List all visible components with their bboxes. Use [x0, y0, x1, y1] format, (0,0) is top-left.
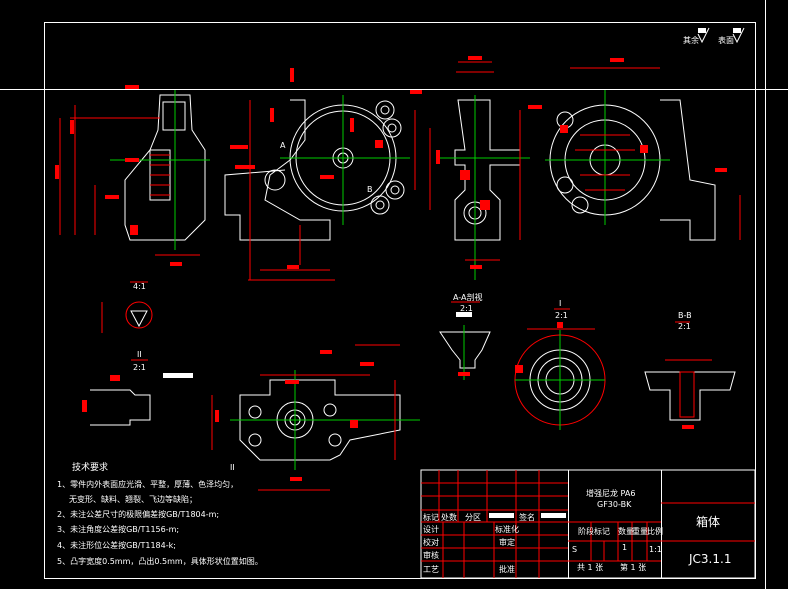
detail-i-title: I [559, 299, 561, 308]
section-aa-view: A-A剖视 2:1 [439, 292, 491, 380]
material-line2: GF30-BK [597, 500, 632, 509]
right-view [545, 58, 741, 241]
rest-label: 其余 [683, 35, 699, 45]
section-marker-b: B [367, 185, 373, 194]
section-bb-scale: 2:1 [678, 322, 691, 331]
header-design: 设计 [423, 524, 439, 534]
header-stage-mark: 阶段标记 [578, 526, 610, 536]
section-aa-scale: 2:1 [460, 304, 473, 313]
header-approve-check: 审定 [499, 537, 515, 547]
detail-i-scale: 2:1 [555, 311, 568, 320]
header-review: 审核 [423, 550, 439, 560]
detail-ii-title: II [137, 350, 142, 359]
detail-ii: II 2:1 [82, 350, 193, 426]
sheet-total: 共 1 张 [577, 563, 603, 572]
detail-i: I 2:1 [514, 299, 606, 430]
header-standardize: 标准化 [495, 524, 519, 534]
detail-scale: 4:1 [133, 282, 146, 291]
technical-requirements: 技术要求 1、零件内外表面应光滑、平整，厚薄、色泽均匀， 无变形、缺料、翘裂、飞… [57, 461, 263, 566]
side-section-view [440, 56, 542, 280]
sheet-index: 第 1 张 [620, 562, 646, 572]
roughness-value-box [698, 28, 706, 33]
header-zone: 分区 [465, 513, 481, 522]
drawing-number: JC3.1.1 [688, 552, 731, 566]
title-block: 标记 处数 分区 签名 设计 校对 审核 工艺 标准化 审定 批准 增强尼龙 P… [420, 469, 756, 579]
surface-label: 表面 [718, 35, 734, 45]
header-signature: 签名 [519, 512, 535, 522]
requirement-item: 4、未注形位公差按GB/T1184-k; [57, 540, 176, 550]
header-weight: 重量 [632, 526, 648, 536]
header-mark: 标记 [423, 512, 439, 522]
bottom-view: II [211, 344, 420, 491]
requirement-item: 1、零件内外表面应光滑、平整，厚薄、色泽均匀， [57, 479, 238, 489]
scale-value: 1:1 [649, 545, 662, 554]
requirement-item: 无变形、缺料、翘裂、飞边等缺陷； [69, 494, 197, 504]
header-count: 处数 [441, 512, 457, 522]
drawing-frame [44, 22, 756, 579]
tech-requirements-title: 技术要求 [72, 461, 108, 473]
front-view: A B [224, 68, 440, 281]
detail-small: 4:1 [101, 281, 153, 333]
section-aa-title: A-A剖视 [453, 292, 482, 302]
header-quantity: 数量 [618, 526, 634, 536]
detail-ii-scale: 2:1 [133, 363, 146, 372]
left-side-view [55, 85, 210, 266]
stage-value: S [572, 545, 577, 554]
roughness-symbol-icon [697, 27, 710, 44]
detail-marker-ii: II [230, 463, 235, 472]
section-bb-view: B-B 2:1 [644, 311, 736, 429]
header-check: 校对 [423, 537, 439, 547]
section-bb-title: B-B [678, 311, 692, 320]
header-scale: 比例 [647, 526, 663, 536]
header-approve: 批准 [499, 564, 515, 574]
surface-finish-symbols: 其余 表面 [683, 27, 745, 45]
roughness-value-box [733, 28, 741, 33]
requirement-item: 2、未注公差尺寸的极限偏差按GB/T1804-m; [57, 509, 219, 519]
roughness-symbol-icon [732, 27, 745, 44]
section-marker-a: A [280, 141, 286, 150]
part-name: 箱体 [696, 514, 720, 529]
quantity-value: 1 [622, 543, 627, 552]
requirement-item: 5、凸字宽度0.5mm，凸出0.5mm，具体形状位置如图。 [57, 556, 263, 566]
header-process: 工艺 [423, 565, 439, 574]
requirement-item: 3、未注角度公差按GB/T1156-m; [57, 524, 179, 534]
material-line1: 增强尼龙 PA6 [586, 488, 635, 498]
